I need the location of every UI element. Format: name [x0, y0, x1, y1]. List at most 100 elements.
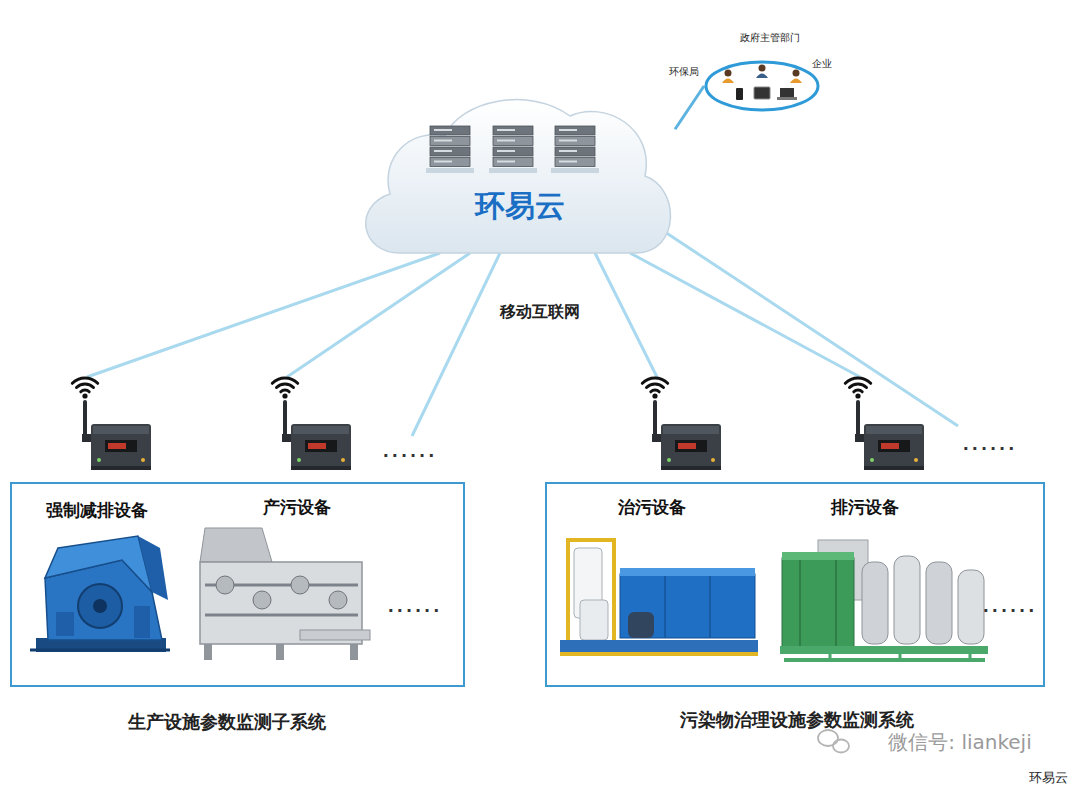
server-icon — [493, 126, 533, 135]
dotted-link — [665, 232, 958, 426]
server-icon — [489, 168, 537, 173]
server-icon — [434, 161, 452, 163]
discharge-unit-illustration — [784, 658, 985, 662]
shredder-illustration — [30, 649, 170, 652]
belt-press-illustration — [291, 576, 309, 594]
server-icon — [493, 158, 533, 167]
server-icon — [497, 140, 515, 142]
treatment-unit-illustration — [709, 576, 711, 638]
person-icon — [722, 70, 734, 84]
dotted-link — [412, 232, 958, 436]
server-icon — [493, 137, 533, 146]
person-icon — [722, 79, 734, 84]
belt-press-illustration — [329, 591, 347, 609]
gateway-terminal — [272, 378, 351, 470]
treatment-unit-illustration — [580, 600, 608, 640]
person-icon — [756, 65, 768, 79]
panel-title: 生产设施参数监测子系统 — [128, 711, 326, 733]
wechat-icon — [833, 740, 849, 753]
subsystem-panel: 污染物治理设施参数监测系统治污设备排污设备 — [545, 482, 1045, 687]
user-label: 环保局 — [669, 66, 699, 78]
shredder-illustration — [138, 536, 168, 600]
cloud-outline — [355, 88, 675, 253]
gateway-terminal — [72, 378, 924, 470]
network-link — [287, 253, 470, 377]
network-link — [595, 253, 657, 377]
server-icon — [559, 150, 577, 152]
ellipsis-mark: ...... — [383, 442, 437, 461]
discharge-unit-illustration — [926, 562, 952, 644]
equipment-node: 强制减排设备 — [22, 377, 187, 662]
server-icon — [434, 129, 452, 131]
cloud-node: 环易云 — [355, 88, 675, 253]
shredder-illustration — [30, 536, 170, 652]
discharge-unit-illustration — [894, 556, 920, 644]
treatment-unit-illustration — [566, 538, 570, 648]
belt-press-illustration — [350, 644, 358, 660]
belt-press-illustration — [253, 591, 271, 609]
phone-icon — [736, 88, 743, 100]
server-icon — [434, 140, 452, 142]
person-icon — [756, 74, 768, 79]
network-link — [630, 253, 860, 377]
server-icon — [555, 137, 595, 146]
user-ellipse — [704, 60, 820, 112]
belt-press-illustration — [300, 630, 370, 640]
equipment-label: 产污设备 — [263, 497, 331, 517]
belt-press-illustration — [204, 644, 212, 660]
discharge-unit-illustration — [899, 654, 902, 662]
person-icon — [790, 79, 802, 84]
wechat-icon — [818, 730, 849, 753]
gateway-terminal — [642, 378, 721, 470]
ellipsis-mark: ...... — [983, 597, 1037, 616]
treatment-unit-illustration — [560, 538, 758, 656]
discharge-unit-illustration — [780, 540, 988, 662]
discharge-unit-illustration — [782, 552, 854, 560]
server-icon — [551, 168, 599, 173]
network-label: 移动互联网 — [497, 301, 583, 322]
discharge-unit-illustration — [835, 560, 837, 652]
cloud-outline — [366, 100, 671, 253]
belt-press-illustration — [200, 528, 370, 660]
equipment-label: 排污设备 — [831, 497, 899, 517]
discharge-unit-illustration — [958, 570, 984, 644]
server-icon — [430, 126, 470, 135]
server-icon — [555, 147, 595, 156]
server-icon — [559, 140, 577, 142]
user-label: 政府主管部门 — [740, 32, 800, 44]
belt-press-illustration — [216, 576, 234, 594]
discharge-unit-illustration — [862, 562, 888, 644]
ellipsis-mark: ...... — [388, 597, 442, 616]
belt-press-illustration — [276, 644, 284, 660]
discharge-unit-illustration — [829, 654, 832, 662]
server-icon — [426, 168, 474, 173]
gateway-terminal — [72, 378, 151, 470]
server-icon — [497, 161, 515, 163]
cloud-title: 环易云 — [475, 188, 565, 224]
server-icon — [551, 126, 599, 173]
tablet-icon — [754, 87, 770, 99]
equipment-node: 产污设备 — [187, 377, 377, 662]
server-icon — [426, 126, 474, 173]
shredder-illustration — [78, 584, 122, 628]
treatment-unit-illustration — [628, 612, 654, 638]
user-label: 企业 — [812, 58, 832, 70]
network-link — [675, 86, 704, 129]
person-icon — [790, 70, 802, 84]
shredder-illustration — [56, 612, 74, 636]
treatment-unit-illustration — [566, 538, 616, 542]
person-icon — [759, 65, 766, 72]
belt-press-illustration — [200, 528, 272, 562]
discharge-unit-illustration — [799, 560, 801, 652]
equipment-label: 治污设备 — [618, 497, 686, 517]
shredder-illustration — [134, 606, 150, 638]
server-icon — [559, 161, 577, 163]
network-link — [87, 253, 440, 377]
laptop-icon — [780, 88, 794, 97]
server-icon — [489, 126, 537, 173]
ellipsis-mark: ...... — [963, 435, 1017, 454]
equipment-label: 强制减排设备 — [46, 500, 148, 520]
server-icon — [434, 150, 452, 152]
